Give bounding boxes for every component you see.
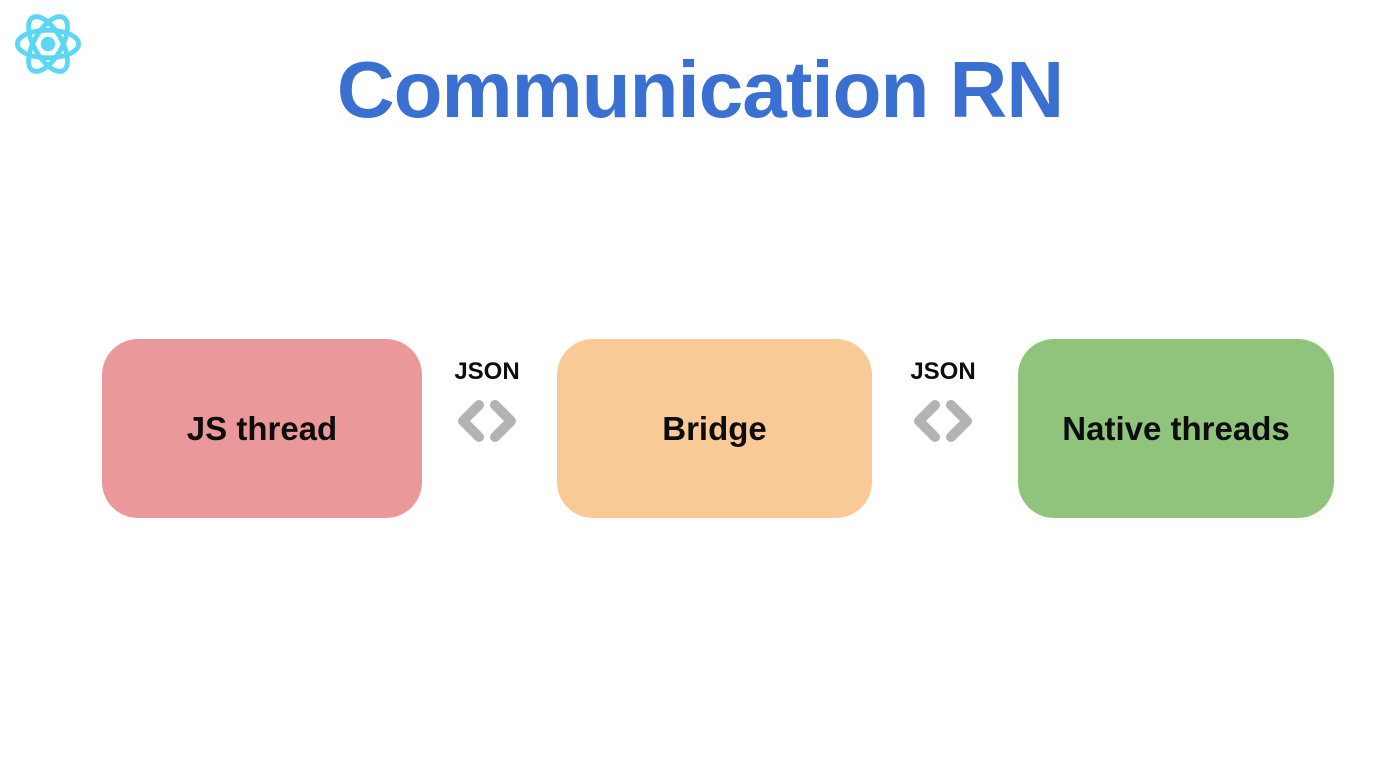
node-label: JS thread — [186, 409, 338, 447]
node-label: Bridge — [662, 409, 767, 447]
code-brackets-icon — [458, 400, 516, 442]
connector-label: JSON — [910, 358, 976, 385]
connector-json-right: JSON — [883, 360, 1003, 444]
connector-json-left: JSON — [427, 360, 547, 444]
code-brackets-icon — [914, 400, 972, 442]
page-title: Communication RN — [336, 45, 1064, 134]
node-label: Native threads — [1062, 409, 1290, 447]
react-logo-icon — [12, 8, 84, 80]
node-native-threads: Native threads — [1018, 339, 1334, 518]
connector-label: JSON — [454, 358, 520, 385]
node-bridge: Bridge — [557, 339, 872, 518]
node-js-thread: JS thread — [102, 339, 422, 518]
